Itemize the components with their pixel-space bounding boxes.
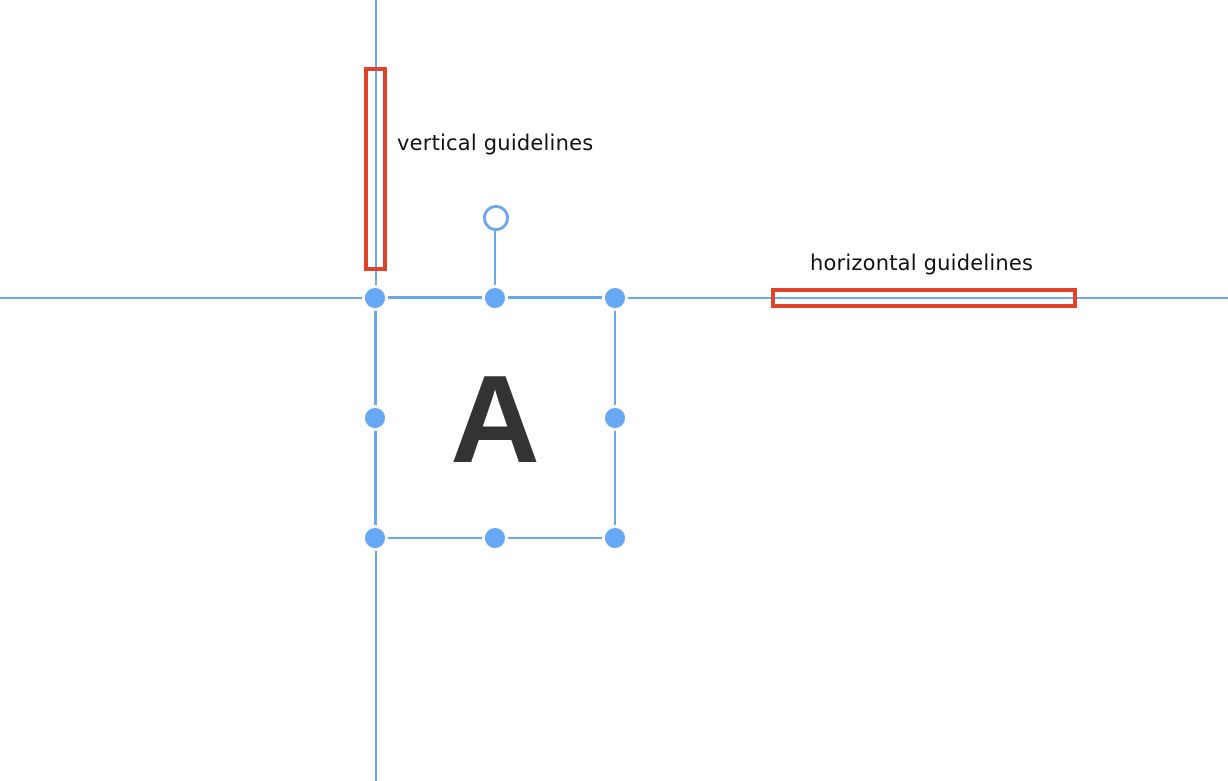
letter-object[interactable]: A	[450, 351, 540, 489]
resize-handle-top-center[interactable]	[485, 288, 505, 308]
vertical-guideline-callout	[364, 67, 387, 271]
resize-handle-bottom-right[interactable]	[605, 528, 625, 548]
resize-handle-middle-left[interactable]	[365, 408, 385, 428]
resize-handle-bottom-center[interactable]	[485, 528, 505, 548]
resize-handle-middle-right[interactable]	[605, 408, 625, 428]
horizontal-guideline-callout	[771, 288, 1077, 308]
vertical-guidelines-label: vertical guidelines	[397, 131, 594, 155]
resize-handle-top-left[interactable]	[365, 288, 385, 308]
rotate-handle-icon[interactable]	[483, 205, 509, 231]
horizontal-guidelines-label: horizontal guidelines	[810, 251, 1034, 275]
resize-handle-bottom-left[interactable]	[365, 528, 385, 548]
resize-handle-top-right[interactable]	[605, 288, 625, 308]
rotate-stem	[494, 229, 496, 298]
